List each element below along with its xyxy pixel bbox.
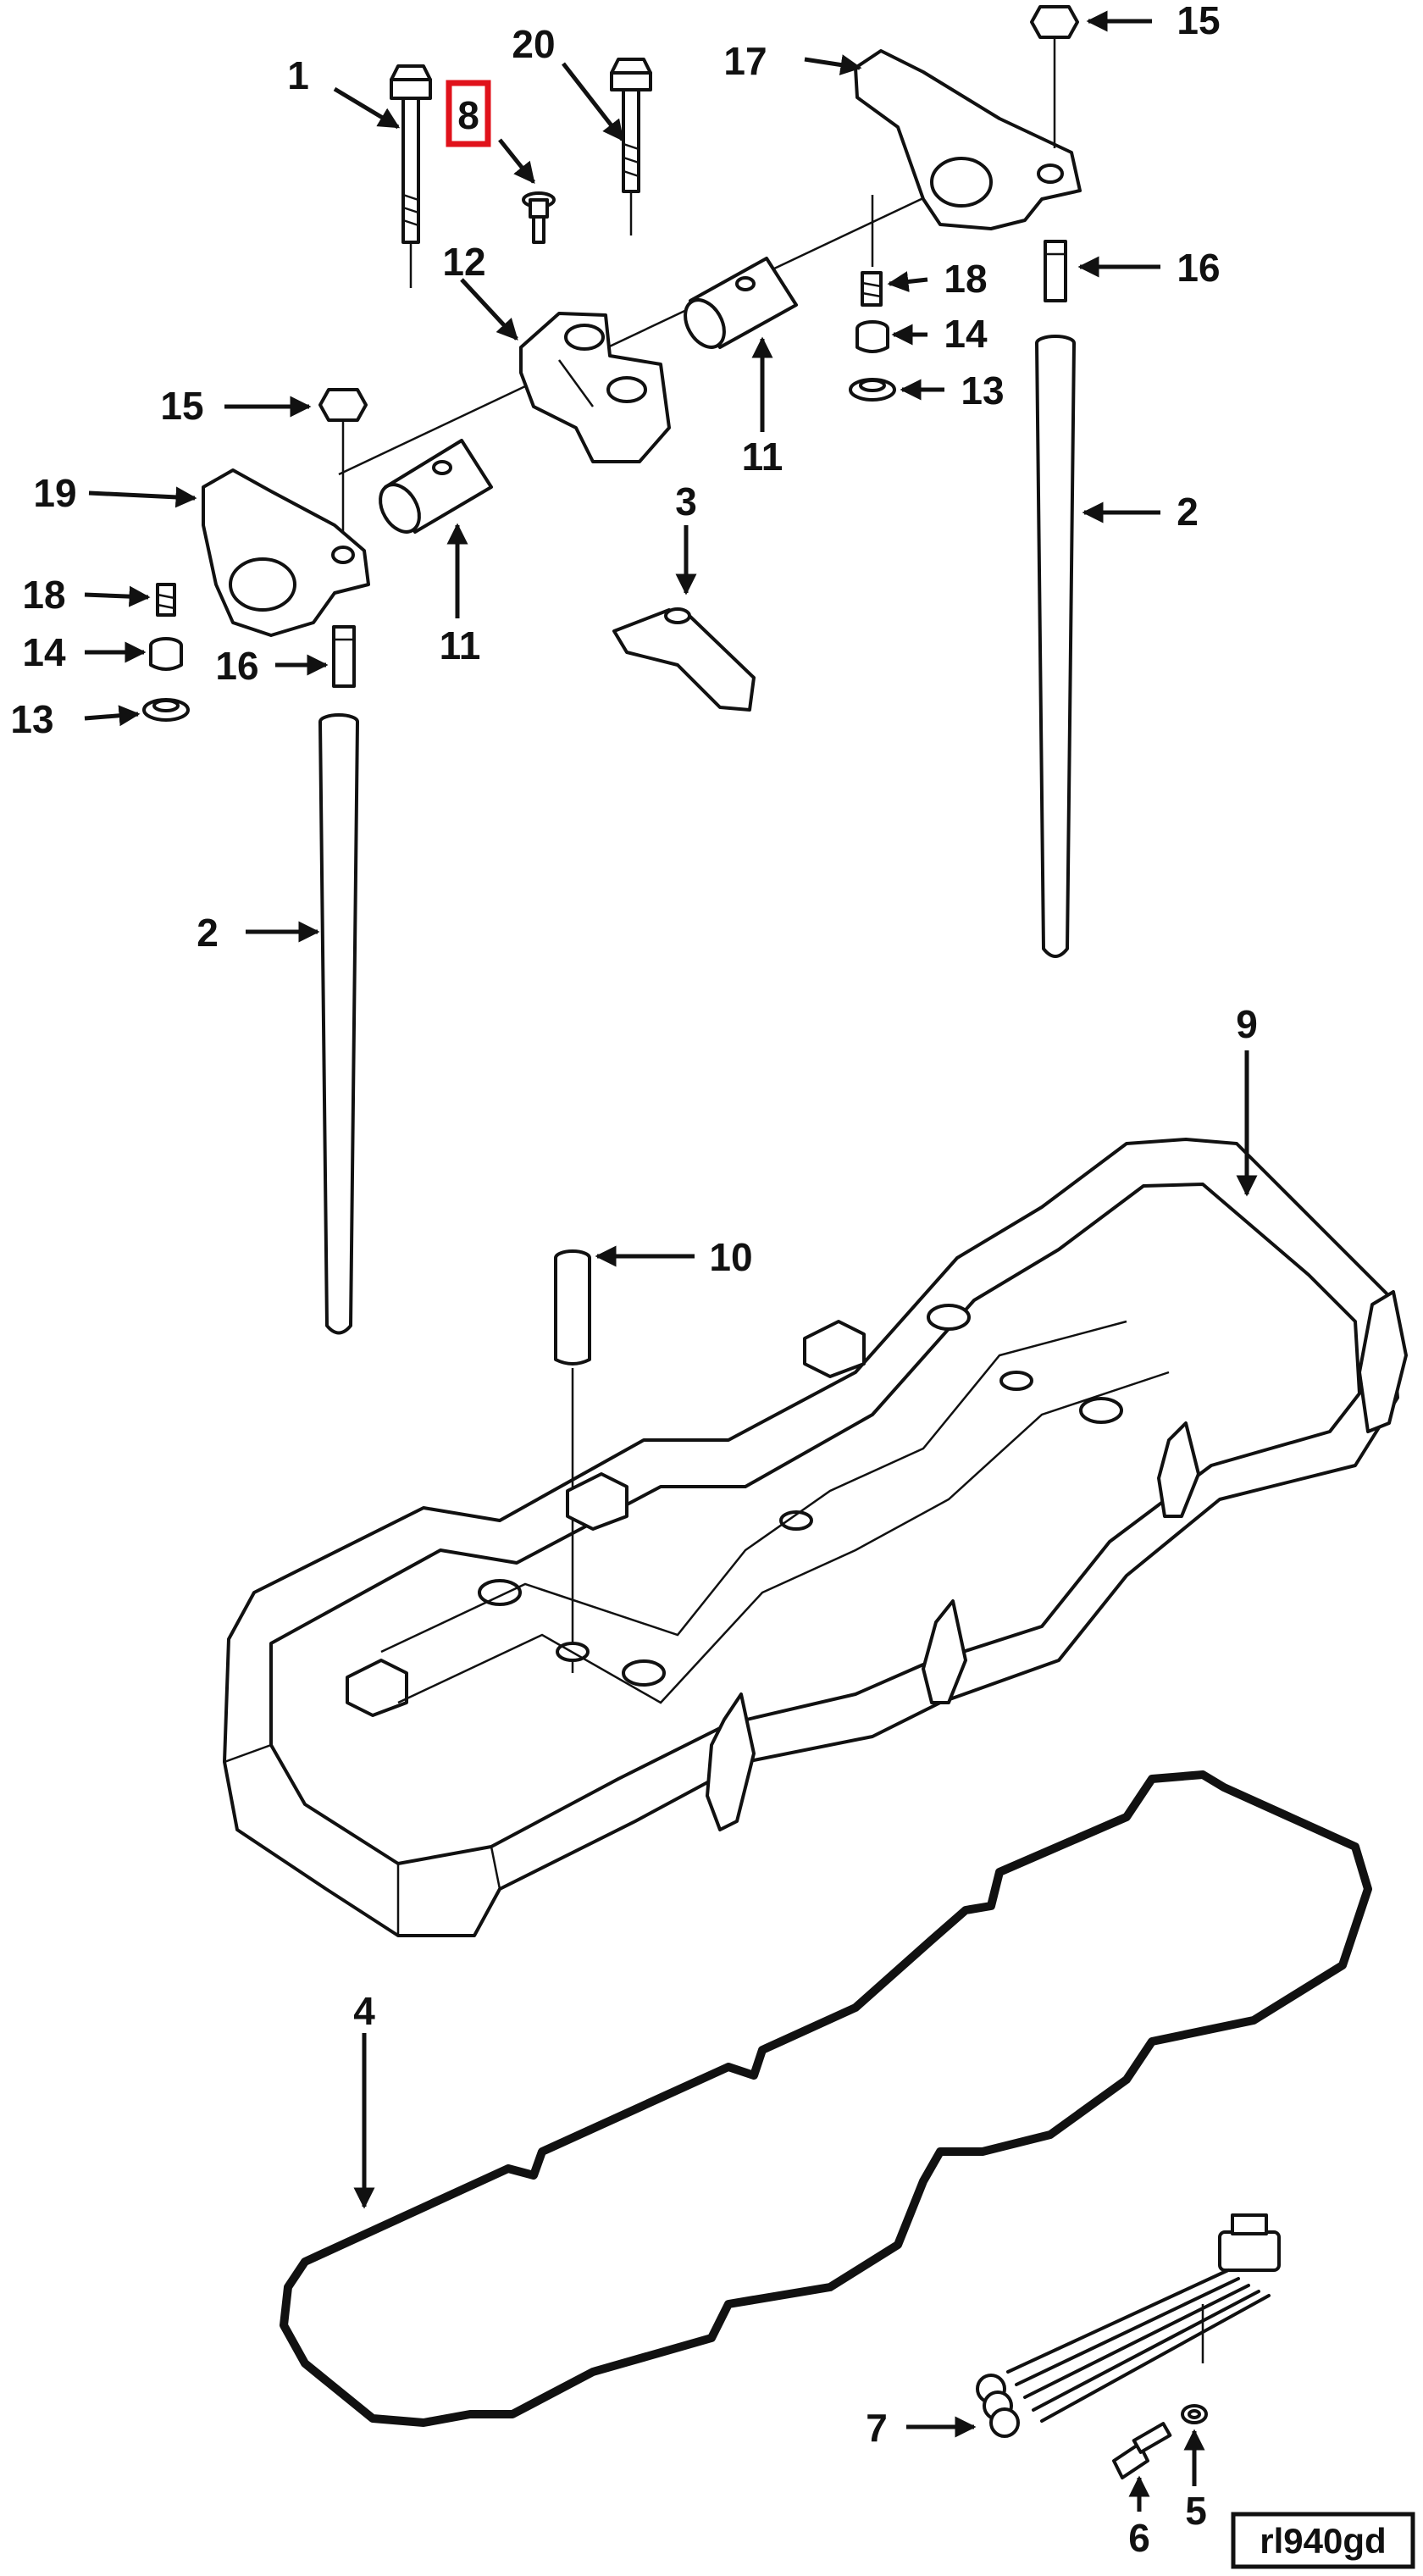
part-5-washer <box>1181 2404 1208 2424</box>
part-16-tappet-left <box>332 625 356 688</box>
figure-reference-box: rl940gd <box>1231 2512 1415 2569</box>
callout-16-right: 16 <box>1177 246 1220 290</box>
callout-20: 20 <box>512 22 555 66</box>
part-12-shaft-support <box>519 312 671 463</box>
part-10-sleeve <box>554 1249 591 1673</box>
part-20-bolt <box>610 58 652 235</box>
part-2-push-rod-left <box>318 713 359 1335</box>
callout-14-left: 14 <box>22 630 66 674</box>
part-11-spacer-upper <box>684 257 798 349</box>
part-14-ball-socket-right <box>855 320 889 353</box>
callout-2-right: 2 <box>1177 490 1199 534</box>
part-18-adjust-screw-left <box>156 583 176 617</box>
figure-reference-code: rl940gd <box>1260 2521 1386 2561</box>
part-15-nut-right <box>1030 5 1079 148</box>
part-4-gasket <box>280 1770 1372 2427</box>
part-16-tappet-right <box>1044 240 1067 302</box>
callout-2-left: 2 <box>197 911 219 955</box>
callout-13-right: 13 <box>961 368 1004 413</box>
part-7-harness <box>976 2213 1281 2438</box>
callout-7: 7 <box>866 2406 888 2450</box>
callout-13-left: 13 <box>10 697 53 741</box>
callout-11-left: 11 <box>440 623 481 668</box>
part-6-screw <box>1112 2422 1172 2479</box>
callout-18-left: 18 <box>22 573 65 617</box>
callout-9: 9 <box>1236 1002 1258 1046</box>
part-11-spacer-lower <box>379 439 493 534</box>
part-18-adjust-screw-right <box>861 271 883 307</box>
part-19-rocker-arm <box>202 468 370 637</box>
part-9-rocker-housing <box>223 1138 1408 1937</box>
callout-15-top: 15 <box>1177 0 1220 42</box>
callout-10: 10 <box>709 1235 752 1279</box>
rocker-shaft-axis <box>338 180 958 476</box>
callout-4: 4 <box>353 1989 375 2033</box>
callout-8: 8 <box>457 93 479 137</box>
part-1-bolt <box>390 64 432 288</box>
part-3-valve-bridge <box>612 607 756 712</box>
part-17-rocker-arm <box>854 49 1082 267</box>
callout-5: 5 <box>1185 2489 1207 2533</box>
callout-3: 3 <box>675 479 697 524</box>
highlight-box-callout-8 <box>446 80 491 147</box>
callout-1: 1 <box>287 53 309 97</box>
part-2-push-rod-right <box>1035 335 1076 958</box>
part-15-nut-left <box>318 388 368 534</box>
callout-6: 6 <box>1128 2516 1150 2560</box>
callout-17: 17 <box>723 39 767 83</box>
part-14-ball-socket-left <box>149 637 183 671</box>
callout-16-left: 16 <box>215 644 258 688</box>
part-8-screw <box>522 191 556 244</box>
part-13-seat-right <box>849 378 896 402</box>
callout-14-right: 14 <box>944 312 988 356</box>
leader-lines <box>84 10 1258 2512</box>
callout-15-left: 15 <box>160 384 203 428</box>
callout-18-right: 18 <box>944 257 987 301</box>
part-13-seat-left <box>142 698 190 722</box>
callout-19: 19 <box>33 471 76 515</box>
callout-11-right: 11 <box>742 435 783 479</box>
callout-12: 12 <box>442 240 485 284</box>
